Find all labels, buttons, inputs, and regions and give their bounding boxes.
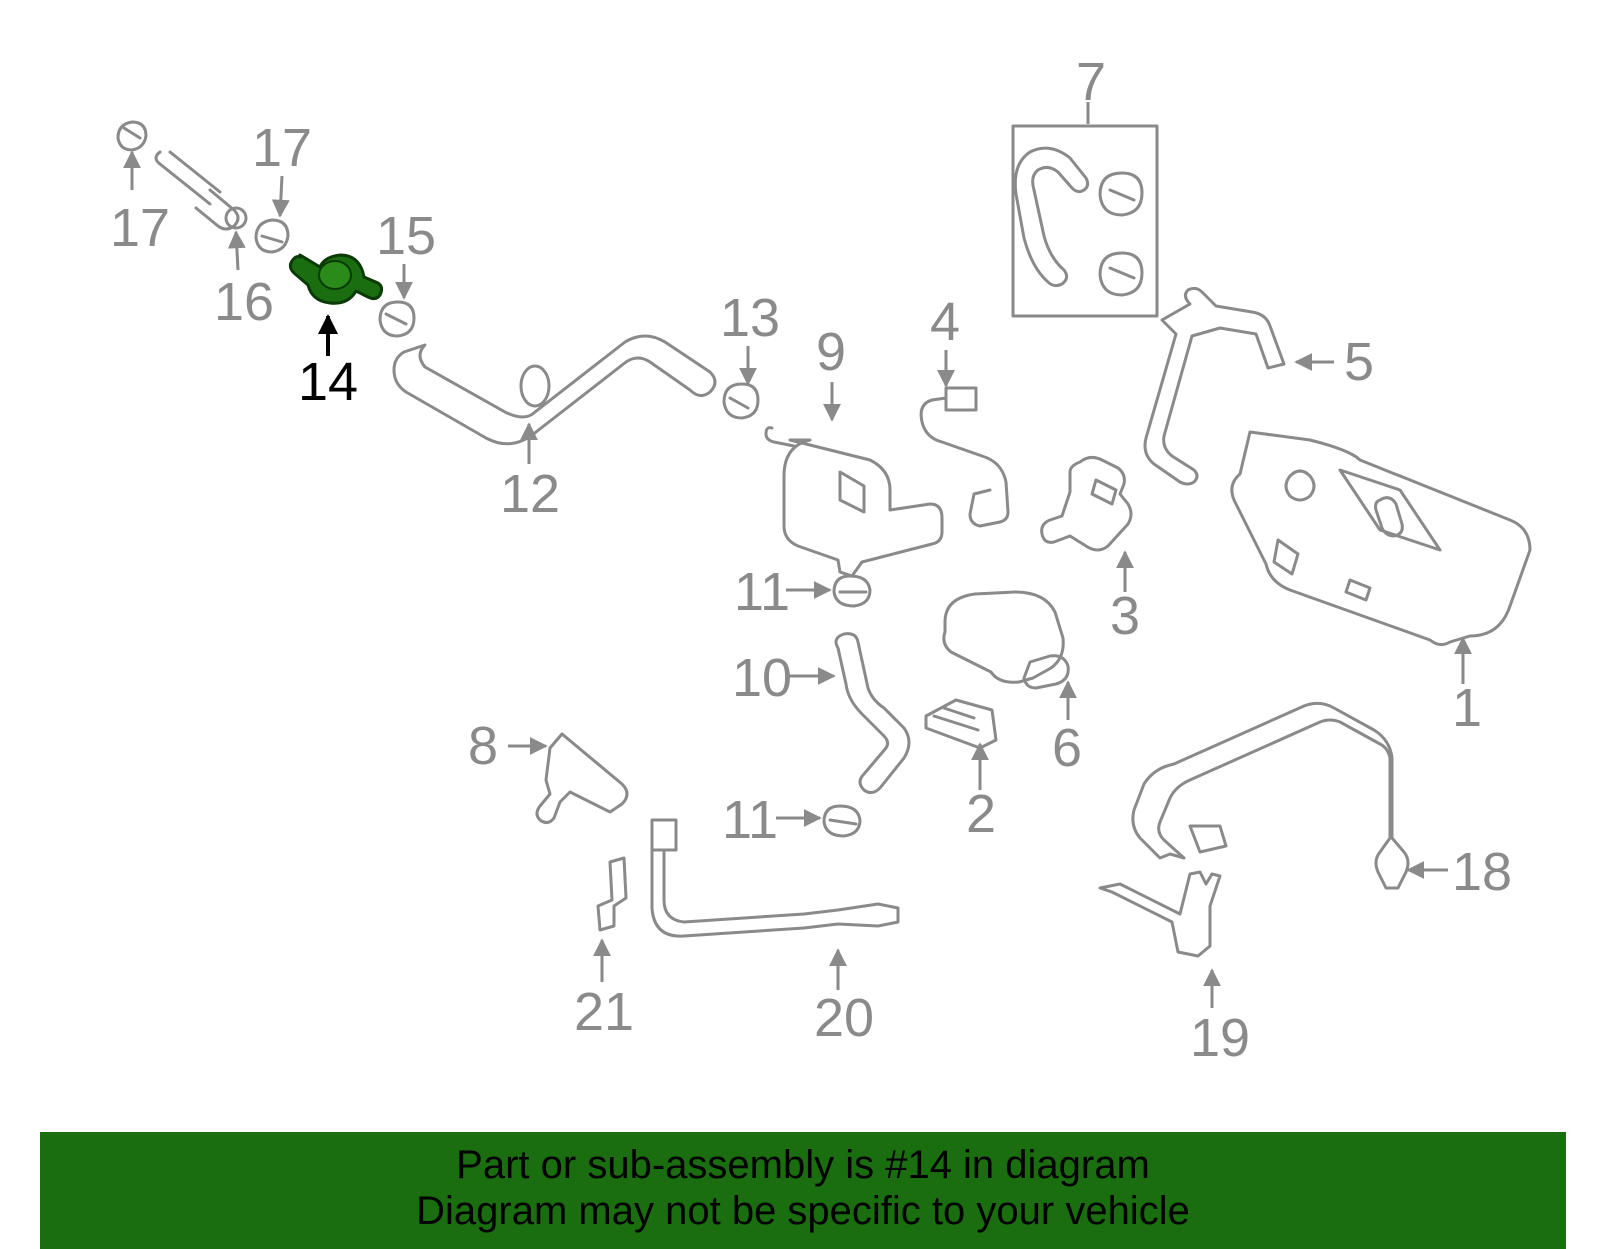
callout-9: 9 — [816, 322, 846, 382]
part-3-valve[interactable] — [1040, 455, 1133, 552]
part-10-hose[interactable] — [834, 632, 911, 795]
part-14-check-valve[interactable] — [288, 253, 384, 305]
part-2-bracket[interactable] — [924, 698, 998, 750]
callout-11-lower: 11 — [722, 790, 778, 850]
callout-20: 20 — [814, 988, 874, 1048]
leader-arrows — [123, 102, 1472, 1008]
callout-labels: 1 2 3 4 5 6 7 8 9 10 11 11 12 13 14 15 1… — [110, 52, 1512, 1068]
part-11-clip-lower[interactable] — [822, 804, 862, 838]
part-17-clip-right[interactable] — [254, 218, 290, 254]
part-17-clip-left[interactable] — [116, 120, 148, 152]
callout-13: 13 — [720, 288, 780, 348]
callout-11-upper: 11 — [734, 562, 790, 622]
callout-15: 15 — [376, 206, 436, 266]
callout-7: 7 — [1076, 52, 1106, 112]
banner-line-1: Part or sub-assembly is #14 in diagram — [456, 1143, 1150, 1187]
callout-4: 4 — [930, 292, 960, 352]
part-9-pump[interactable] — [764, 426, 944, 578]
callout-18: 18 — [1452, 842, 1512, 902]
callout-19: 19 — [1190, 1008, 1250, 1068]
part-1-canister[interactable] — [1230, 430, 1532, 647]
callout-2: 2 — [966, 784, 996, 844]
part-19-bracket[interactable] — [1098, 870, 1222, 958]
part-18-sensor[interactable] — [1131, 701, 1410, 890]
info-banner: Part or sub-assembly is #14 in diagram D… — [40, 1132, 1566, 1249]
callout-1: 1 — [1452, 678, 1482, 738]
callout-17-left: 17 — [110, 198, 170, 258]
parts-diagram: 1 2 3 4 5 6 7 8 9 10 11 11 12 13 14 15 1… — [110, 52, 1532, 1068]
part-5-pipe[interactable] — [1143, 286, 1286, 486]
callout-3: 3 — [1110, 586, 1140, 646]
part-12-hose[interactable] — [392, 334, 717, 446]
callout-5: 5 — [1344, 332, 1374, 392]
callout-12: 12 — [500, 464, 560, 524]
callout-14: 14 — [298, 352, 358, 412]
callout-10: 10 — [732, 648, 792, 708]
part-13-clip[interactable] — [722, 382, 760, 420]
callout-6: 6 — [1052, 718, 1082, 778]
callout-16: 16 — [214, 272, 274, 332]
part-7-hose-kit-box[interactable] — [1011, 124, 1159, 318]
part-11-clip-upper[interactable] — [832, 574, 872, 608]
callout-17-right: 17 — [252, 118, 312, 178]
part-15-clip[interactable] — [378, 300, 416, 338]
part-21-bracket[interactable] — [596, 856, 628, 932]
part-6-pump[interactable] — [942, 590, 1070, 690]
part-16-hose[interactable] — [154, 150, 248, 231]
part-4-sensor[interactable] — [919, 386, 1010, 528]
callout-21: 21 — [574, 982, 634, 1042]
callout-8: 8 — [468, 716, 498, 776]
banner-line-2: Diagram may not be specific to your vehi… — [416, 1189, 1190, 1233]
part-20-sensor[interactable] — [650, 818, 900, 938]
part-8-sensor[interactable] — [535, 732, 629, 825]
